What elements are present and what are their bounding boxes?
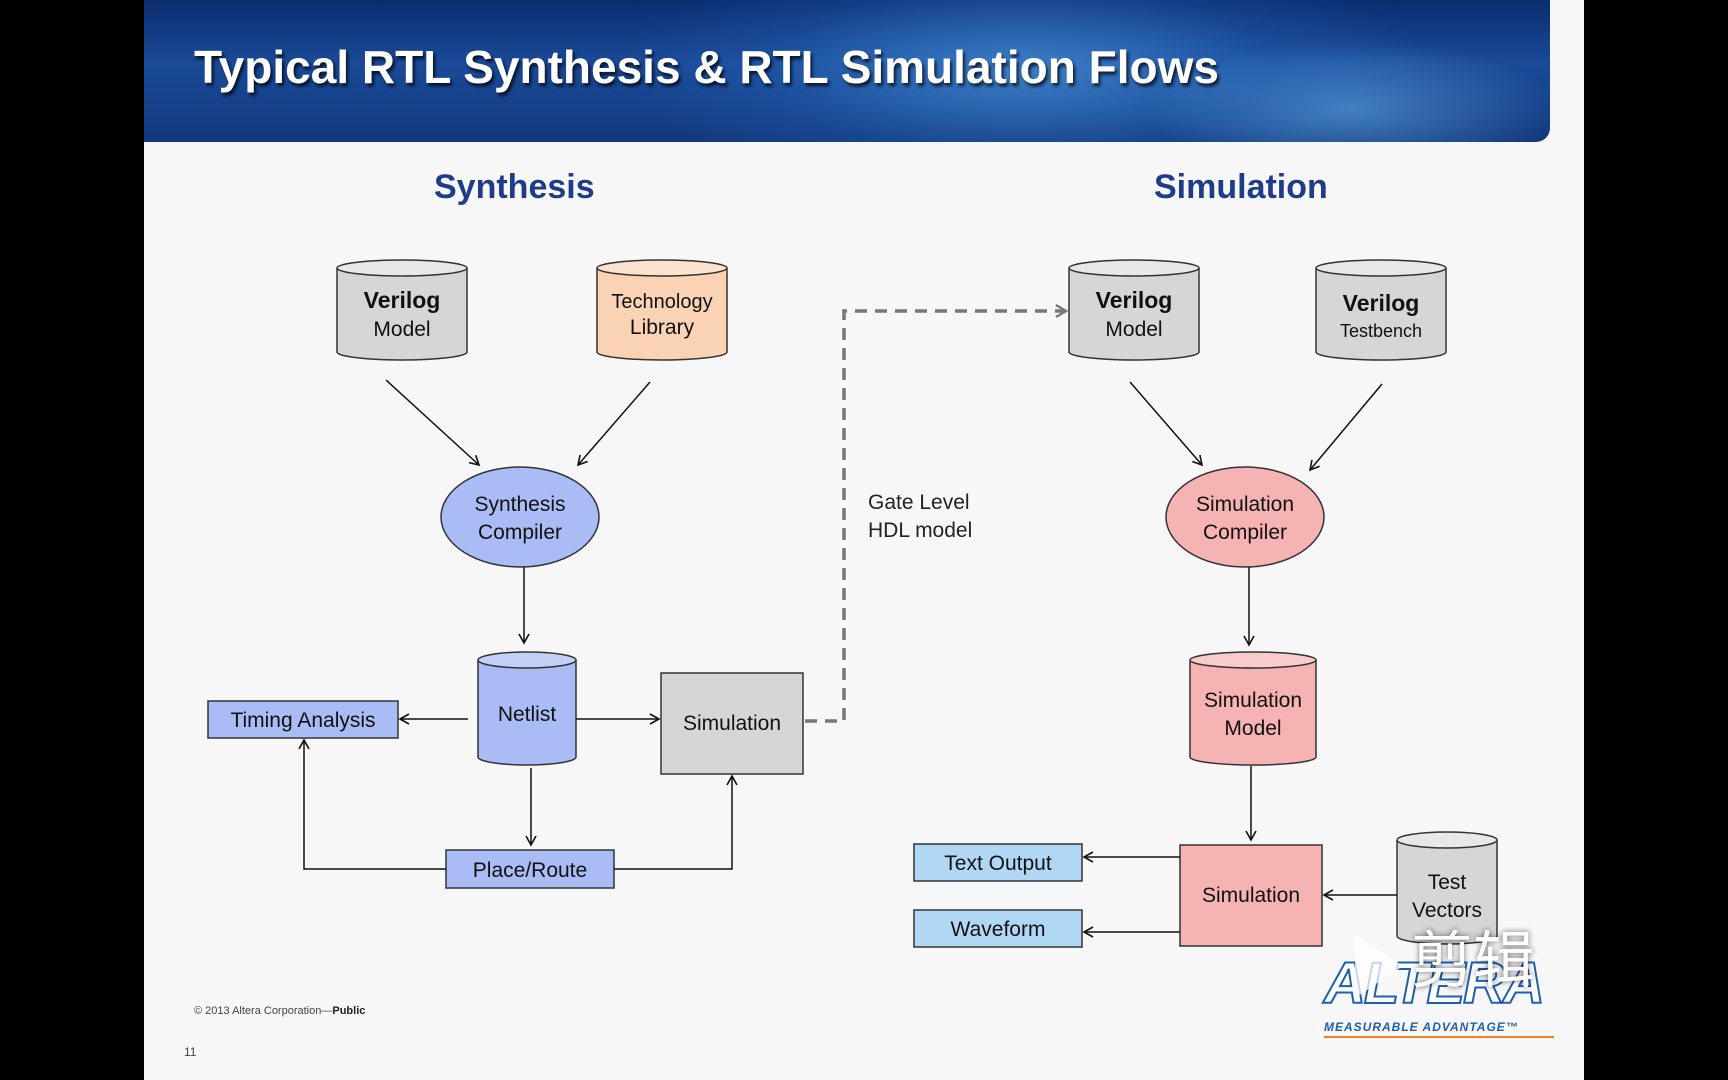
synthesis-compiler-label-1: Synthesis [474,493,565,516]
editor-watermark: 剪辑 [1355,910,1535,1000]
simulation-model-label-2: Model [1224,717,1281,740]
verilog-model-cylinder: Verilog Model [336,259,468,361]
slide-title: Typical RTL Synthesis & RTL Simulation F… [194,41,1219,93]
simulation-heading: Simulation [1154,168,1328,206]
netlist-label: Netlist [498,703,557,726]
technology-library-label-1: Technology [611,291,712,313]
waveform-box: Waveform [913,909,1083,948]
sim-verilog-model-cylinder: Verilog Model [1068,259,1200,361]
simulation-compiler-label-2: Compiler [1203,521,1287,544]
verilog-testbench-label-1: Verilog [1343,290,1420,316]
watermark-text: 剪辑 [1411,927,1536,996]
test-vectors-label-1: Test [1428,871,1467,894]
gate-level-dashed-arrow [805,311,1066,723]
timing-analysis-box: Timing Analysis [207,700,399,739]
text-output-box: Text Output [913,843,1083,882]
synthesis-compiler-label-2: Compiler [478,521,562,544]
synthesis-simulation-box: Simulation [660,672,804,775]
simulation-model-cylinder: Simulation Model [1189,651,1317,766]
timing-analysis-label: Timing Analysis [230,709,375,732]
play-icon [1355,933,1403,998]
verilog-model-label-1: Verilog [364,287,441,313]
synthesis-simulation-label: Simulation [683,712,781,735]
place-route-label: Place/Route [473,859,587,882]
waveform-label: Waveform [951,918,1046,941]
sim-simulation-label: Simulation [1202,884,1300,907]
verilog-testbench-cylinder: Verilog Testbench [1315,259,1447,361]
simulation-compiler-label-1: Simulation [1196,493,1294,516]
synthesis-heading: Synthesis [434,168,595,206]
tagline-underline [1324,1036,1554,1038]
page-number: 11 [184,1045,197,1059]
slide: Typical RTL Synthesis & RTL Simulation F… [144,0,1584,1080]
text-output-label: Text Output [944,852,1052,875]
flow-diagram: Verilog Model Technology Library Synthes… [207,259,1498,948]
gate-level-label-1: Gate Level [868,491,970,514]
technology-library-label-2: Library [630,316,695,339]
place-route-box: Place/Route [445,849,615,889]
simulation-compiler-ellipse: Simulation Compiler [1165,466,1325,568]
sim-simulation-box: Simulation [1179,844,1323,947]
netlist-cylinder: Netlist [477,651,577,766]
title-banner: Typical RTL Synthesis & RTL Simulation F… [144,0,1550,142]
verilog-testbench-label-2: Testbench [1340,321,1422,341]
copyright-notice: © 2013 Altera Corporation—Public [194,1005,366,1017]
gate-level-label-2: HDL model [868,519,972,542]
test-vectors-cylinder: Test Vectors [1396,831,1498,945]
test-vectors-label-2: Vectors [1412,899,1482,922]
technology-library-cylinder: Technology Library [596,259,728,361]
verilog-model-label-2: Model [373,318,430,341]
simulation-model-label-1: Simulation [1204,689,1302,712]
sim-verilog-model-label-2: Model [1105,318,1162,341]
logo-tagline: MEASURABLE ADVANTAGE™ [1324,1020,1519,1034]
synthesis-compiler-ellipse: Synthesis Compiler [440,466,600,568]
sim-verilog-model-label-1: Verilog [1096,287,1173,313]
